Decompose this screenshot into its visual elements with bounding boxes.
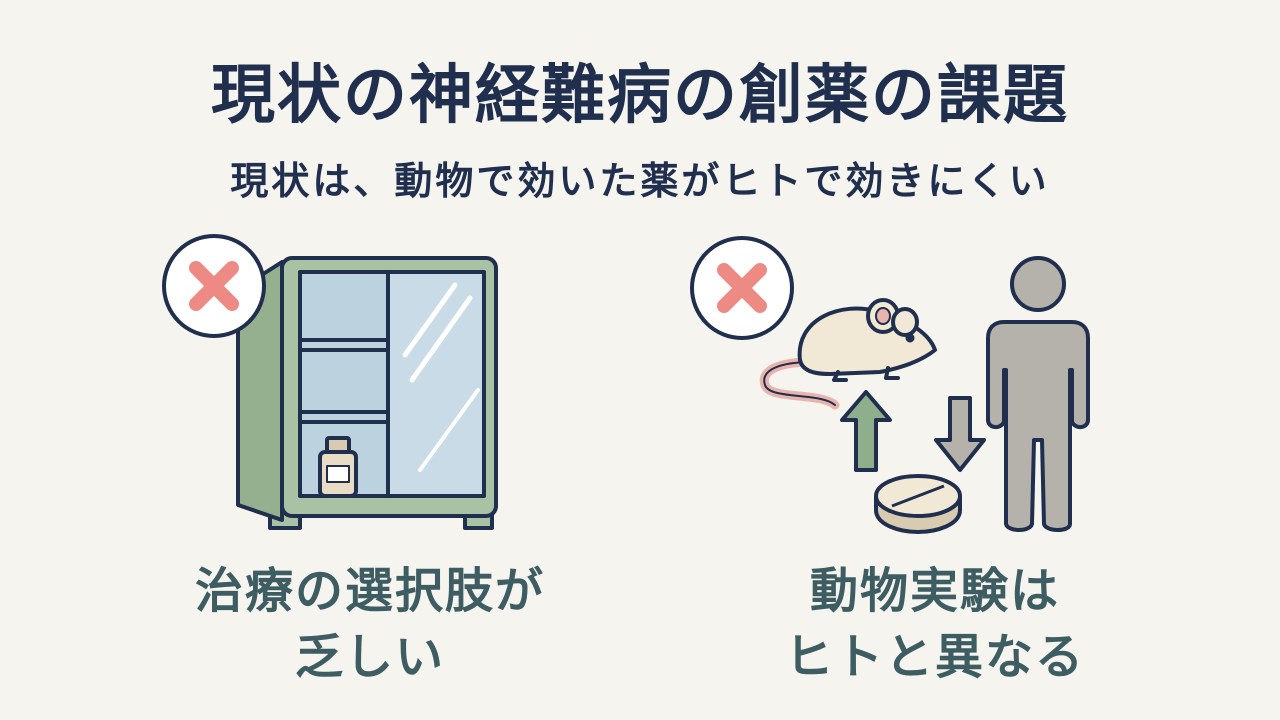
mouse-icon (759, 298, 937, 410)
arrow-down-icon (934, 396, 986, 472)
cross-mark-icon-right (690, 236, 794, 340)
page-title: 現状の神経難病の創薬の課題 (211, 59, 1069, 133)
page-subtitle: 現状は、動物で効いた薬がヒトで効きにくい (230, 159, 1050, 203)
pill-icon (874, 474, 962, 534)
cross-mark-icon (162, 234, 266, 338)
right-caption-line2: ヒトと異なる (784, 629, 1085, 685)
arrow-up-icon (840, 390, 892, 472)
right-caption-line1: 動物実験は (809, 563, 1060, 619)
left-caption: 治療の選択肢が 乏しい (110, 558, 630, 690)
human-icon (986, 256, 1090, 532)
left-caption-line1: 治療の選択肢が (194, 563, 545, 619)
right-caption: 動物実験は ヒトと異なる (675, 558, 1195, 690)
medicine-cabinet-illustration (236, 256, 498, 530)
left-caption-line2: 乏しい (294, 629, 445, 685)
